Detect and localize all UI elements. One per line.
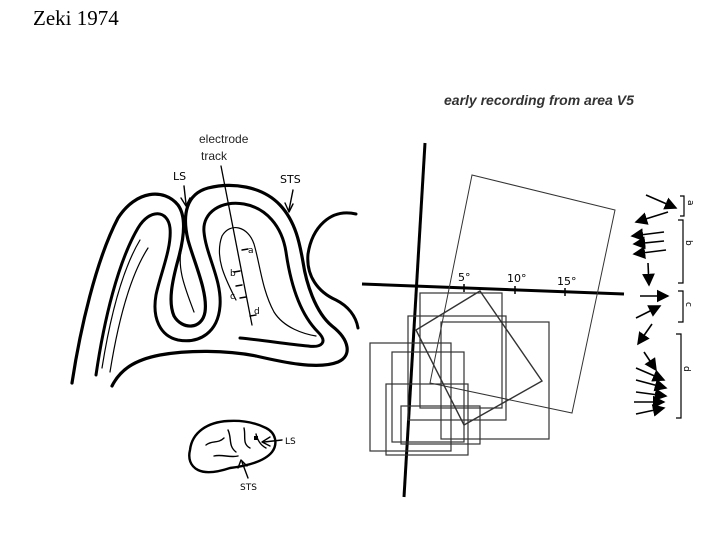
sts-arrow-head [284, 202, 294, 213]
bracket-d [676, 333, 682, 419]
receptive-field-square-1 [419, 292, 503, 409]
sts-label: STS [280, 173, 301, 186]
rf-map [361, 142, 625, 498]
inset-sulcus-5 [213, 454, 239, 458]
inset-sts-arrow-shaft [241, 461, 249, 479]
white-matter-line-4 [179, 245, 195, 313]
direction-arrow-11 [635, 367, 666, 382]
direction-group-label-a: a [685, 200, 695, 206]
rf-tick-label-5: 5° [458, 271, 471, 284]
brain-inset [188, 419, 283, 479]
ls-label: LS [173, 170, 186, 183]
rf-vertical-meridian [402, 142, 427, 498]
white-matter-line-1 [101, 239, 141, 369]
inset-brain-outline [188, 419, 277, 474]
track-label-d: d [254, 307, 260, 317]
inset-sts-label: STS [240, 483, 257, 493]
track-tick-a [241, 248, 249, 251]
cortex-right-edge [306, 211, 360, 330]
track-label-c: c [230, 292, 235, 302]
direction-group-label-d: d [681, 366, 691, 372]
track-label-b: b [230, 269, 236, 279]
sts-arrow-shaft [288, 189, 294, 211]
inset-ls-arrow-head [261, 436, 271, 447]
electrode-label-line2: track [201, 149, 228, 163]
inset-electrode-site [254, 436, 258, 440]
inset-ls-label: LS [285, 437, 296, 447]
receptive-field-square-6 [385, 383, 469, 456]
bracket-c [678, 290, 684, 323]
slide-title: Zeki 1974 [33, 6, 119, 30]
track-tick-d [239, 296, 247, 299]
direction-group-label-b: b [683, 240, 693, 246]
direction-arrow-10 [643, 351, 657, 372]
bracket-a [680, 195, 685, 217]
direction-arrow-4 [632, 236, 665, 250]
direction-arrow-6 [642, 262, 655, 287]
receptive-field-square-3 [440, 321, 550, 440]
ls-arrow-shaft [183, 185, 187, 205]
direction-arrow-13 [635, 388, 668, 401]
track-label-a: a [248, 246, 254, 256]
cortex-inner-contour [94, 201, 325, 377]
rf-map-title: early recording from area V5 [444, 92, 634, 108]
inset-sulcus-2 [227, 429, 237, 453]
inset-sulcus-1 [205, 437, 225, 446]
direction-arrow-1 [645, 194, 678, 210]
direction-group-brackets [676, 195, 685, 419]
white-matter-line-2 [109, 247, 149, 373]
track-tick-b [233, 270, 241, 273]
rf-horizontal-meridian [361, 282, 625, 296]
ls-arrow-head [180, 197, 191, 207]
rf-tick-label-15: 15° [557, 275, 577, 288]
brain-section [70, 165, 360, 388]
rf-tick-label-10: 10° [507, 272, 527, 285]
direction-arrow-15 [635, 404, 666, 417]
direction-arrow-2 [634, 211, 669, 225]
electrode-label-line1: electrode [199, 132, 249, 146]
receptive-field-square-2 [407, 315, 507, 421]
bracket-b [678, 219, 684, 284]
white-matter-line-3 [218, 227, 317, 337]
receptive-field-square-7 [400, 405, 481, 445]
cortex-outer-contour [70, 183, 349, 388]
direction-arrow-3 [630, 228, 665, 241]
inset-ls-arrow-shaft [263, 439, 283, 443]
direction-arrow-9 [637, 323, 653, 346]
track-tick-c [235, 284, 243, 287]
direction-arrow-5 [632, 246, 667, 259]
direction-group-label-c: c [683, 302, 693, 307]
direction-arrow-8 [635, 305, 662, 319]
inset-sts-arrow-head [237, 459, 248, 469]
electrode-track-line [220, 165, 253, 326]
track-tick-e [249, 314, 257, 317]
inset-sulcus-3 [243, 427, 251, 449]
receptive-field-square-5 [391, 351, 465, 443]
inset-sulcus-4 [255, 433, 267, 449]
direction-arrows [630, 194, 678, 417]
receptive-field-square-4 [369, 342, 452, 452]
direction-arrow-12 [635, 378, 668, 392]
